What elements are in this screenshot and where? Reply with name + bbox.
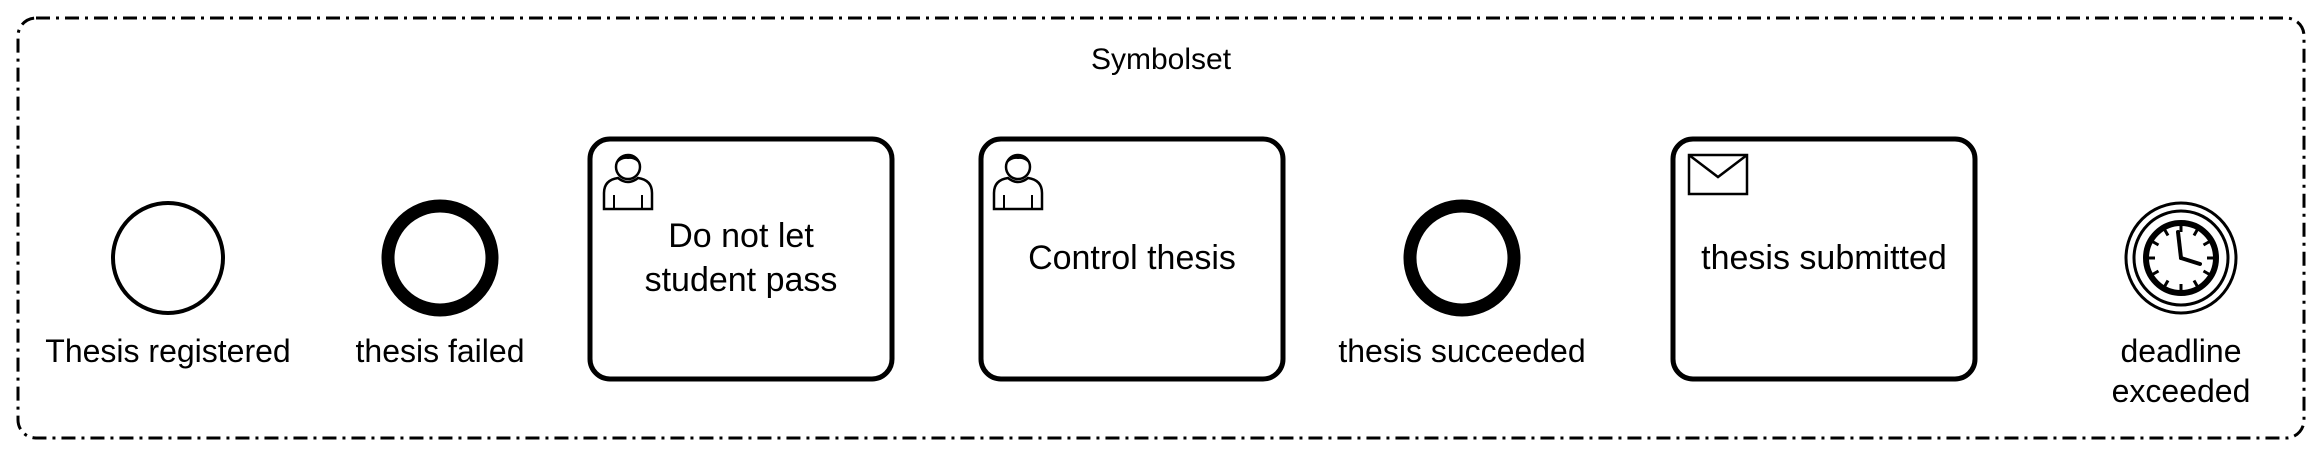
clock-tick bbox=[2202, 240, 2211, 247]
clock-tick bbox=[2151, 269, 2160, 276]
timer-event-deadline-exceeded[interactable]: deadline exceeded bbox=[2112, 201, 2251, 409]
task-do-not-pass-label-line1: Do not let bbox=[668, 217, 814, 255]
task-submitted-box bbox=[1670, 136, 1978, 382]
task-submitted-label: thesis submitted bbox=[1701, 239, 1947, 277]
group-label: Symbolset bbox=[1091, 43, 1232, 76]
end-event-succeeded-circle bbox=[1403, 199, 1521, 317]
start-event-thesis-registered[interactable]: Thesis registered bbox=[45, 201, 291, 369]
end-event-succeeded-label: thesis succeeded bbox=[1338, 333, 1585, 369]
clock-tick bbox=[2192, 228, 2199, 237]
symbolset-group[interactable]: Symbolset bbox=[16, 16, 2306, 440]
task-control-box bbox=[978, 136, 1286, 382]
task-control-label: Control thesis bbox=[1028, 239, 1236, 277]
clock-tick bbox=[2202, 269, 2211, 276]
task-do-not-pass-label-line2: student pass bbox=[645, 261, 838, 299]
clock-tick bbox=[2192, 279, 2199, 288]
task-do-not-pass-box bbox=[587, 136, 895, 382]
timer-event-label-line2: exceeded bbox=[2112, 373, 2251, 409]
group-border bbox=[16, 16, 2306, 440]
timer-event-label-line1: deadline bbox=[2121, 333, 2242, 369]
clock-tick bbox=[2163, 279, 2170, 288]
start-event-label: Thesis registered bbox=[45, 333, 290, 369]
user-icon bbox=[992, 153, 1044, 211]
end-event-failed-label: thesis failed bbox=[356, 333, 525, 369]
end-event-thesis-failed[interactable]: thesis failed bbox=[356, 199, 525, 369]
task-thesis-submitted[interactable]: thesis submitted bbox=[1670, 136, 1978, 382]
clock-tick bbox=[2151, 240, 2160, 247]
envelope-icon bbox=[1687, 153, 1749, 196]
clock-icon bbox=[2143, 220, 2219, 296]
end-event-failed-circle bbox=[381, 199, 499, 317]
start-event-circle bbox=[111, 201, 225, 315]
task-control-thesis[interactable]: Control thesis bbox=[978, 136, 1286, 382]
task-do-not-let-student-pass[interactable]: Do not let student pass bbox=[587, 136, 895, 382]
clock-tick bbox=[2163, 228, 2170, 237]
user-icon bbox=[602, 153, 654, 211]
end-event-thesis-succeeded[interactable]: thesis succeeded bbox=[1338, 199, 1586, 369]
